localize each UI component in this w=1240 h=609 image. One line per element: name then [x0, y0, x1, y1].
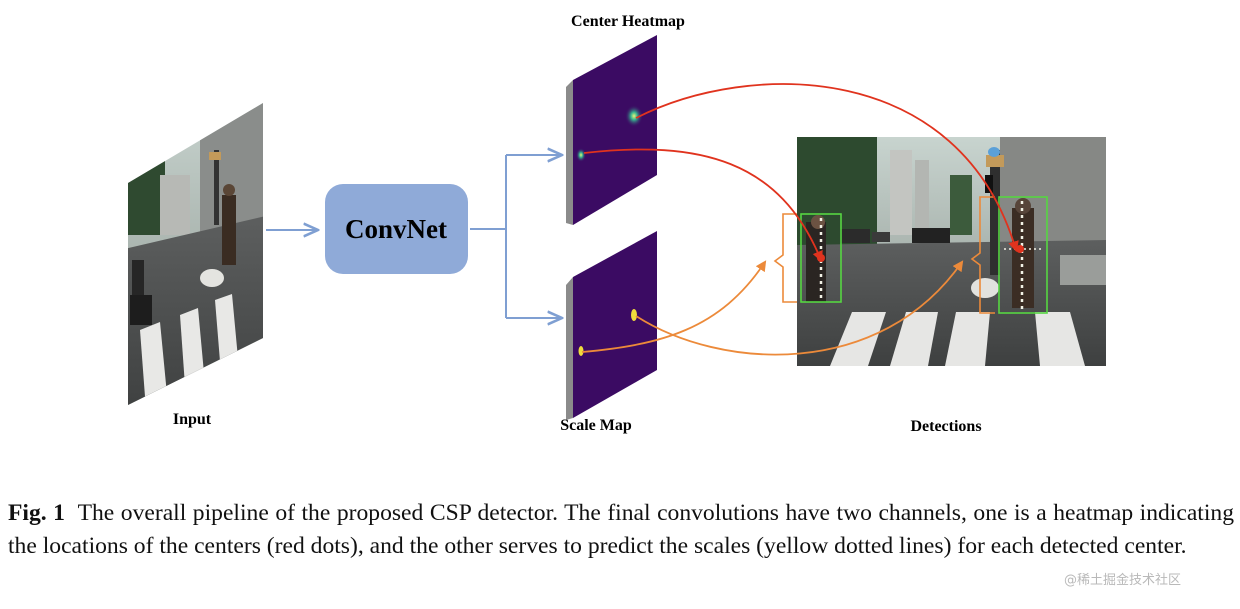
figure-caption: Fig. 1 The overall pipeline of the propo…: [8, 497, 1234, 563]
center-heatmap-label: Center Heatmap: [571, 13, 685, 30]
scale-map-label: Scale Map: [560, 417, 632, 434]
figure-number: Fig. 1: [8, 500, 65, 526]
center-dot-right: [1016, 245, 1024, 253]
center-heatmap-panel: [566, 35, 657, 225]
scale-braces: [773, 196, 995, 314]
detection-box-left: [800, 213, 842, 303]
convnet-label: ConvNet: [345, 214, 447, 244]
caption-text: The overall pipeline of the proposed CSP…: [8, 500, 1235, 559]
center-arrows: [583, 83, 1019, 262]
detections-image: [797, 137, 1106, 366]
input-label: Input: [173, 411, 212, 428]
branch-arrows: [470, 155, 562, 318]
center-dot-left: [817, 254, 825, 262]
detection-box-right: [998, 196, 1048, 314]
scale-map-panel: [566, 231, 657, 420]
watermark: @稀土掘金技术社区: [1064, 573, 1182, 588]
detections-label: Detections: [910, 418, 981, 435]
pipeline-figure: Input ConvNet Center Heatmap Scale Map: [128, 13, 1106, 435]
convnet-box: [325, 184, 468, 274]
scale-arrows: [581, 260, 964, 356]
input-image: [128, 103, 263, 405]
